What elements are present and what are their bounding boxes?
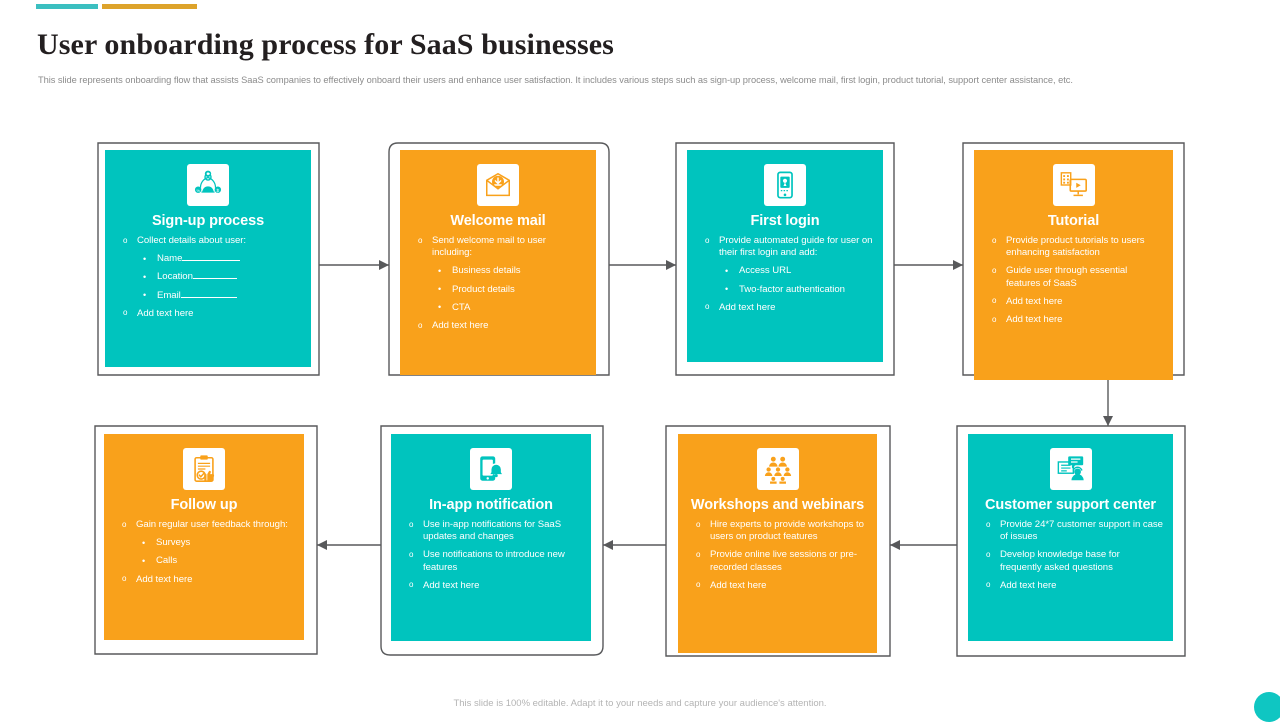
bullet-item: Provide online live sessions or pre-reco… [688,549,867,573]
mobile-bell-icon [470,448,512,490]
card-bullet-list: Hire experts to provide workshops to use… [688,518,867,592]
card-customer-support-center[interactable]: Customer support centerProvide 24*7 cust… [968,434,1173,641]
audience-group-icon [756,448,799,490]
bullet-item: Add text here [401,579,581,592]
card-in-app-notification[interactable]: In-app notificationUse in-app notificati… [391,434,591,641]
bullet-item: Business details [410,265,586,277]
card-title: Sign-up process [151,213,265,229]
fill-in-blank [192,278,237,280]
arrowhead-signup-to-welcome [379,260,389,270]
page-title: User onboarding process for SaaS busines… [37,28,614,61]
card-title: Customer support center [985,497,1156,513]
accent-bar-gold [102,4,197,9]
card-bullet-list: Gain regular user feedback through: Surve… [114,518,294,586]
bullet-item: Surveys [114,537,294,549]
bullet-item: Add text here [984,295,1163,308]
card-bullet-list: Provide automated guide for user on thei… [697,234,873,314]
bullet-item: Use notifications to introduce new featu… [401,549,581,573]
arrowhead-firstlogin-to-tutorial [953,260,963,270]
card-title: Follow up [170,497,238,513]
bullet-item: Add text here [978,579,1163,592]
fill-in-blank [182,260,241,262]
card-first-login[interactable]: First loginProvide automated guide for u… [687,150,883,362]
bullet-item: Develop knowledge base for frequently as… [978,549,1163,573]
bullet-item: Send welcome mail to user including: [410,234,586,259]
card-bullet-list: Provide product tutorials to users enhan… [984,234,1163,326]
bullet-item: Provide automated guide for user on thei… [697,234,873,259]
card-title: Workshops and webinars [690,497,865,513]
support-agent-icon [1049,448,1092,490]
bullet-item: Add text here [114,573,294,586]
presentation-video-icon [1052,164,1095,206]
bullet-item: Name [115,253,301,265]
bullet-item: Provide product tutorials to users enhan… [984,234,1163,259]
clipboard-check-icon [183,448,225,490]
accent-bar-teal [36,4,98,9]
bullet-item: Add text here [410,320,586,332]
bullet-item: Add text here [984,314,1163,326]
card-bullet-list: Provide 24*7 customer support in case of… [978,518,1163,592]
decorative-circle [1254,692,1280,722]
card-sign-up-process[interactable]: %$Sign-up processCollect details about u… [105,150,311,367]
bullet-text: Email [157,289,181,301]
fill-in-blank [180,296,237,298]
arrowhead-welcome-to-firstlogin [666,260,676,270]
svg-text:%: % [196,188,200,193]
card-bullet-list: Send welcome mail to user including: Busi… [410,234,586,332]
card-welcome-mail[interactable]: Welcome mailSend welcome mail to user in… [400,150,596,375]
card-bullet-list: Collect details about user: NameLocationE… [115,234,301,320]
bullet-item: Guide user through essential features of… [984,265,1163,289]
card-title: In-app notification [429,497,553,513]
bullet-item: Access URL [697,265,873,277]
arrowhead-tutorial-to-support [1103,416,1113,426]
page-subtitle: This slide represents onboarding flow th… [38,75,1073,85]
arrowhead-workshops-to-inapp [603,540,613,550]
bullet-item: Hire experts to provide workshops to use… [688,518,867,543]
bullet-item: Add text here [115,307,301,320]
bullet-item: Location [115,271,301,283]
bullet-item: Provide 24*7 customer support in case of… [978,518,1163,543]
bullet-item: CTA [410,301,586,314]
bullet-item: Calls [114,555,294,567]
user-network-icon: %$ [187,164,229,206]
bullet-item: Use in-app notifications for SaaS update… [401,518,581,543]
bullet-item: Add text here [688,579,867,592]
card-bullet-list: Use in-app notifications for SaaS update… [401,518,581,592]
card-title: Welcome mail [450,213,546,229]
bullet-item: Two-factor authentication [697,283,873,296]
bullet-item: Add text here [697,301,873,314]
bullet-item: Gain regular user feedback through: [114,518,294,531]
arrowhead-inapp-to-followup [317,540,327,550]
envelope-download-icon [477,164,519,206]
card-title: Tutorial [1047,213,1100,229]
card-follow-up[interactable]: Follow up Gain regular user feedback thro… [104,434,304,640]
svg-text:$: $ [217,188,220,193]
bullet-item: Email [115,289,301,302]
card-title: First login [750,213,820,229]
footer-note: This slide is 100% editable. Adapt it to… [453,698,827,709]
bullet-item: Product details [410,283,586,296]
card-tutorial[interactable]: TutorialProvide product tutorials to use… [974,150,1173,380]
bullet-text: Name [157,253,183,265]
card-workshops-and-webinars[interactable]: Workshops and webinarsHire experts to pr… [678,434,877,653]
mobile-login-icon [764,164,806,206]
arrowhead-support-to-workshops [890,540,900,550]
bullet-text: Location [157,271,193,283]
bullet-item: Collect details about user: [115,234,301,247]
